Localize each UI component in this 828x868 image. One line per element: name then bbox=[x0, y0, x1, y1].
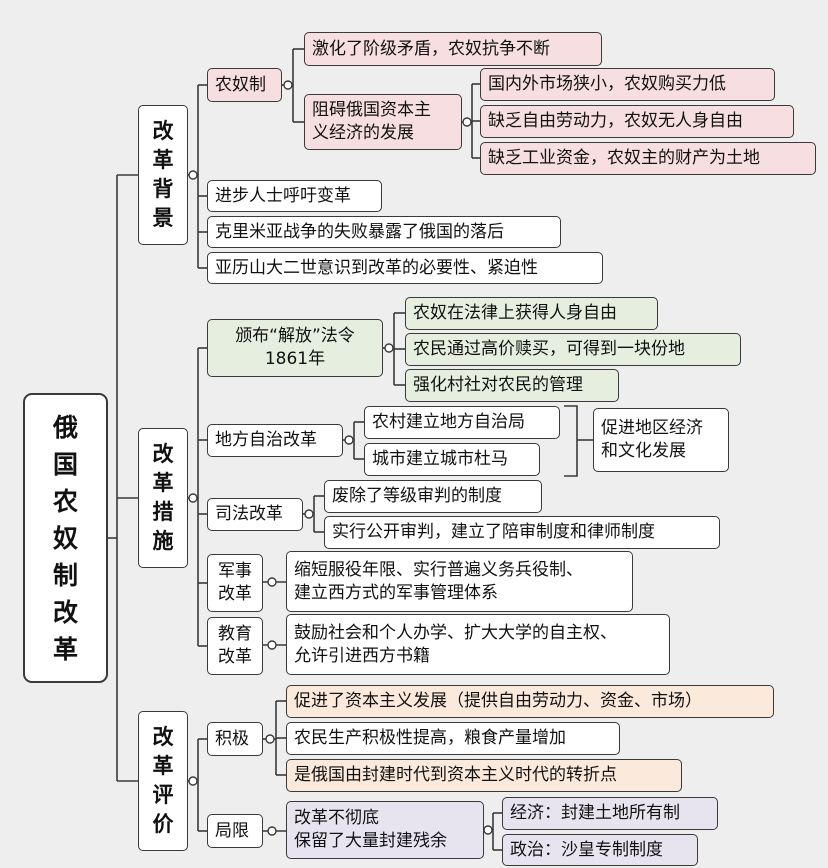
section-background: 改 革 背 景 bbox=[138, 105, 188, 245]
node-market: 国内外市场狭小，农奴购买力低 bbox=[480, 68, 775, 101]
branch-knob bbox=[267, 577, 277, 587]
node-turning-point: 是俄国由封建时代到资本主义时代的转折点 bbox=[286, 759, 682, 792]
node-hinder: 阻碍俄国资本主 义经济的发展 bbox=[304, 94, 462, 150]
section-evaluation: 改 革 评 价 bbox=[138, 711, 188, 851]
node-abolish-class: 废除了等级审判的制度 bbox=[324, 480, 542, 513]
node-positive: 积极 bbox=[207, 722, 263, 756]
node-freedom: 农奴在法律上获得人身自由 bbox=[405, 297, 658, 330]
branch-knob bbox=[483, 825, 493, 835]
branch-knob bbox=[304, 509, 314, 519]
node-decree: 颁布“解放”法令 1861年 bbox=[207, 319, 383, 377]
branch-knob bbox=[267, 640, 277, 650]
node-progressives: 进步人士呼吁变革 bbox=[207, 180, 382, 212]
node-serfdom: 农奴制 bbox=[207, 68, 282, 102]
node-city-duma: 城市建立城市杜马 bbox=[364, 443, 540, 476]
node-capitalism: 促进了资本主义发展（提供自由劳动力、资金、市场） bbox=[286, 685, 774, 718]
branch-knob bbox=[188, 170, 198, 180]
branch-knob bbox=[267, 826, 277, 836]
node-education: 教育 改革 bbox=[207, 617, 263, 675]
branch-knob bbox=[344, 435, 354, 445]
branch-knob bbox=[384, 343, 394, 353]
node-education-detail: 鼓励社会和个人办学、扩大大学的自主权、 允许引进西方书籍 bbox=[286, 614, 670, 675]
node-military: 军事 改革 bbox=[207, 554, 263, 612]
node-redeem: 农民通过高价赎买，可得到一块份地 bbox=[405, 333, 741, 366]
node-commune: 强化村社对农民的管理 bbox=[405, 369, 619, 402]
node-promote: 促进地区经济 和文化发展 bbox=[593, 408, 729, 472]
branch-knob bbox=[188, 493, 198, 503]
node-labor: 缺乏自由劳动力，农奴无人身自由 bbox=[480, 105, 794, 138]
root-topic: 俄 国 农 奴 制 改 革 bbox=[23, 393, 108, 683]
node-farming: 农民生产积极性提高，粮食产量增加 bbox=[286, 722, 620, 755]
branch-knob bbox=[283, 80, 293, 90]
node-crimean: 克里米亚战争的失败暴露了俄国的落后 bbox=[207, 216, 561, 248]
node-judicial: 司法改革 bbox=[207, 498, 303, 531]
section-measures: 改 革 措 施 bbox=[138, 428, 188, 568]
branch-knob bbox=[188, 776, 198, 786]
node-alexander: 亚历山大二世意识到改革的必要性、紧迫性 bbox=[207, 252, 603, 284]
connector bbox=[564, 405, 578, 477]
node-limitation: 局限 bbox=[207, 814, 263, 848]
node-intensify: 激化了阶级矛盾，农奴抗争不断 bbox=[304, 32, 602, 66]
node-economy: 经济：封建土地所有制 bbox=[502, 797, 718, 830]
node-capital: 缺乏工业资金，农奴主的财产为土地 bbox=[480, 142, 816, 175]
node-incomplete: 改革不彻底 保留了大量封建残余 bbox=[286, 801, 484, 859]
node-military-detail: 缩短服役年限、实行普遍义务兵役制、 建立西方式的军事管理体系 bbox=[286, 551, 633, 612]
branch-knob bbox=[462, 117, 472, 127]
node-rural-council: 农村建立地方自治局 bbox=[364, 406, 560, 439]
node-local: 地方自治改革 bbox=[207, 424, 343, 457]
node-public-trial: 实行公开审判，建立了陪审制度和律师制度 bbox=[324, 516, 720, 549]
branch-knob bbox=[265, 734, 275, 744]
node-politics: 政治：沙皇专制制度 bbox=[502, 834, 698, 866]
